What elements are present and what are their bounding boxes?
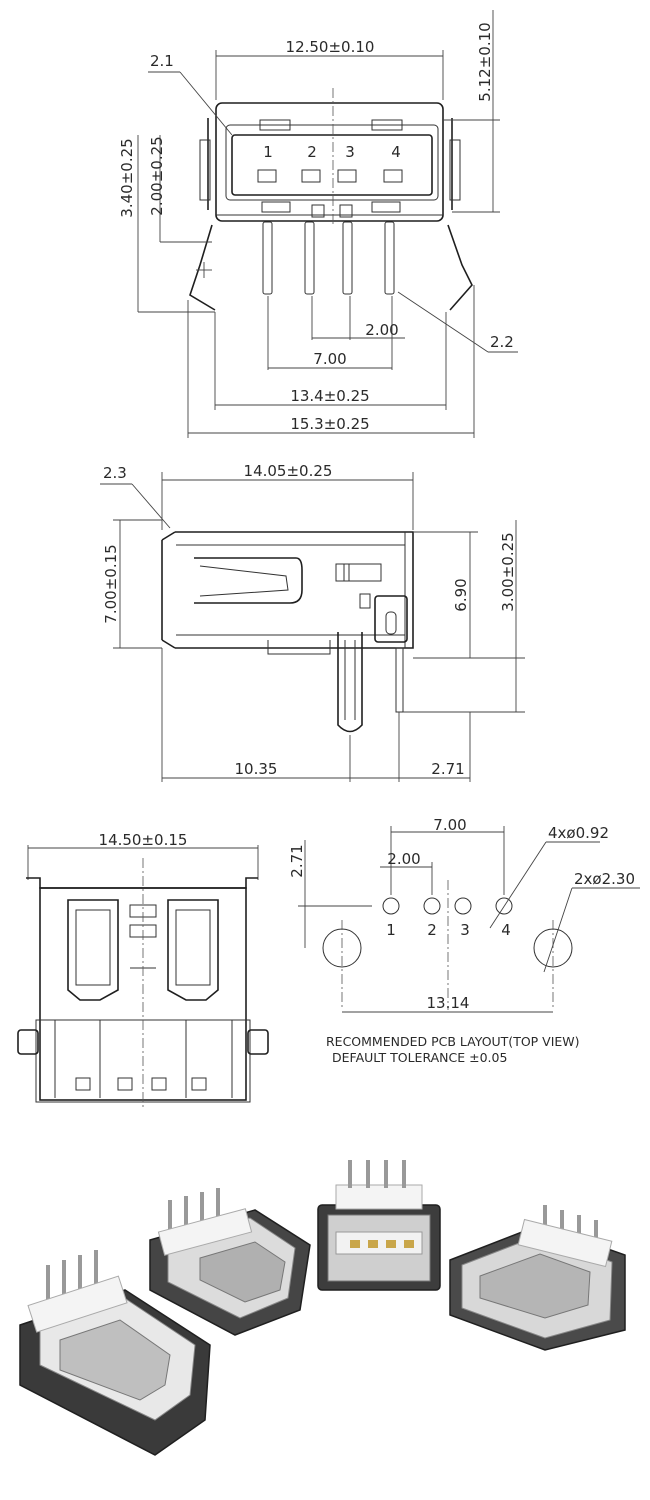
front-pitch-dimension: 2.00	[365, 321, 398, 339]
front-pin-label: 2	[307, 143, 317, 161]
connector-photo	[449, 1205, 626, 1351]
front-pin-span-dimension: 7.00	[313, 350, 346, 368]
pcb-large-holes: 2xø2.30	[574, 870, 635, 888]
pcb-hole-span: 13.14	[427, 994, 470, 1012]
front-pin-label: 4	[391, 143, 401, 161]
pcb-pin-label: 1	[386, 921, 396, 939]
connector-photo	[19, 1250, 211, 1456]
side-length-bottom-right: 2.71	[431, 760, 464, 778]
front-height-outer-dimension: 3.40±0.25	[118, 138, 136, 217]
pcb-layout: 7.00 2.00 2.71 1 2 3 4 4xø0.92 2xø2.30 1	[288, 816, 640, 1065]
callout-2-2: 2.2	[490, 333, 514, 351]
side-length-bottom-left: 10.35	[235, 760, 278, 778]
pcb-span-top: 7.00	[433, 816, 466, 834]
front-height-right-dimension: 5.12±0.10	[476, 22, 494, 101]
pcb-vertical-offset: 2.71	[288, 844, 306, 877]
pcb-pin-label: 3	[460, 921, 470, 939]
front-height-inner-dimension: 2.00±0.25	[148, 136, 166, 215]
callout-2-3: 2.3	[103, 464, 127, 482]
front-leg-span-outer: 15.3±0.25	[290, 415, 369, 433]
callout-2-1: 2.1	[150, 52, 174, 70]
front-pin-label: 3	[345, 143, 355, 161]
front-pin-label: 1	[263, 143, 273, 161]
side-height-right-outer: 3.00±0.25	[499, 532, 517, 611]
side-height-right-inner: 6.90	[452, 578, 470, 611]
side-height-left-dimension: 7.00±0.15	[102, 544, 120, 623]
pcb-small-holes: 4xø0.92	[548, 824, 609, 842]
front-width-dimension: 12.50±0.10	[286, 38, 375, 56]
pcb-pitch: 2.00	[387, 850, 420, 868]
front-view: 1 2 3 4 12.50±0.10 2.1 5.12±0.10 3.40±0.…	[118, 10, 518, 438]
product-photo	[19, 1160, 626, 1456]
top-view: 14.50±0.15	[17, 831, 269, 1110]
pcb-note-line2: DEFAULT TOLERANCE ±0.05	[332, 1050, 507, 1065]
pcb-note-line1: RECOMMENDED PCB LAYOUT(TOP VIEW)	[326, 1034, 580, 1049]
pcb-pin-label: 4	[501, 921, 511, 939]
connector-photo	[149, 1188, 311, 1336]
front-leg-span-inner: 13.4±0.25	[290, 387, 369, 405]
top-width-dimension: 14.50±0.15	[99, 831, 188, 849]
side-length-top-dimension: 14.05±0.25	[244, 462, 333, 480]
pcb-pin-label: 2	[427, 921, 437, 939]
connector-photo	[317, 1160, 441, 1291]
side-view: 2.3 14.05±0.25 7.00±0.15 6.90 3.00±0.25 …	[100, 462, 525, 782]
